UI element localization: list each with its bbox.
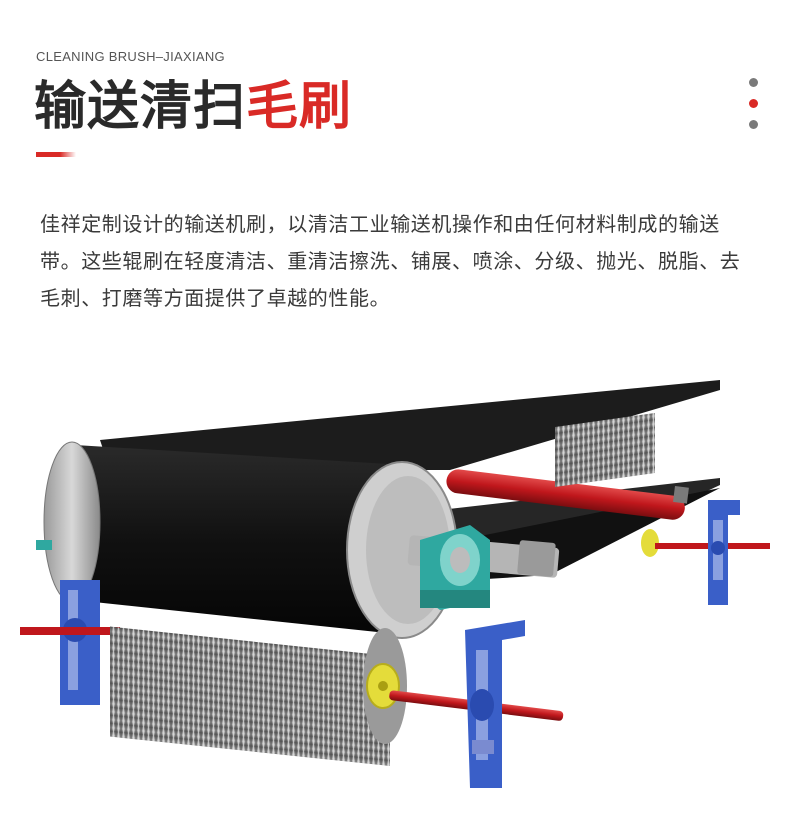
page-indicator [749, 78, 761, 141]
bracket-front-right [465, 620, 525, 788]
front-brush [110, 626, 407, 766]
title-red-part: 毛刷 [246, 77, 353, 137]
page-dot[interactable] [749, 78, 758, 87]
page-title: 输送清扫毛刷 [34, 74, 352, 140]
bearing-block [420, 525, 490, 610]
conveyor-brush-illustration [20, 380, 770, 788]
belt-top [100, 380, 720, 470]
description-text: 佳祥定制设计的输送机刷，以清洁工业输送机操作和由任何材料制成的输送带。这些辊刷在… [40, 212, 741, 310]
bracket-back-right [708, 500, 740, 605]
red-shaft-top [446, 469, 685, 520]
eyebrow-text: CLEANING BRUSH–JIAXIANG [36, 49, 225, 64]
page-dot[interactable] [749, 120, 758, 129]
drum-cap-left [43, 441, 101, 603]
bracket-left [36, 540, 100, 705]
drum-body [57, 445, 428, 635]
red-shaft-left [20, 627, 120, 635]
title-underline [36, 152, 76, 157]
title-dark-part: 输送清扫 [34, 77, 247, 137]
page-dot-active[interactable] [749, 99, 758, 108]
